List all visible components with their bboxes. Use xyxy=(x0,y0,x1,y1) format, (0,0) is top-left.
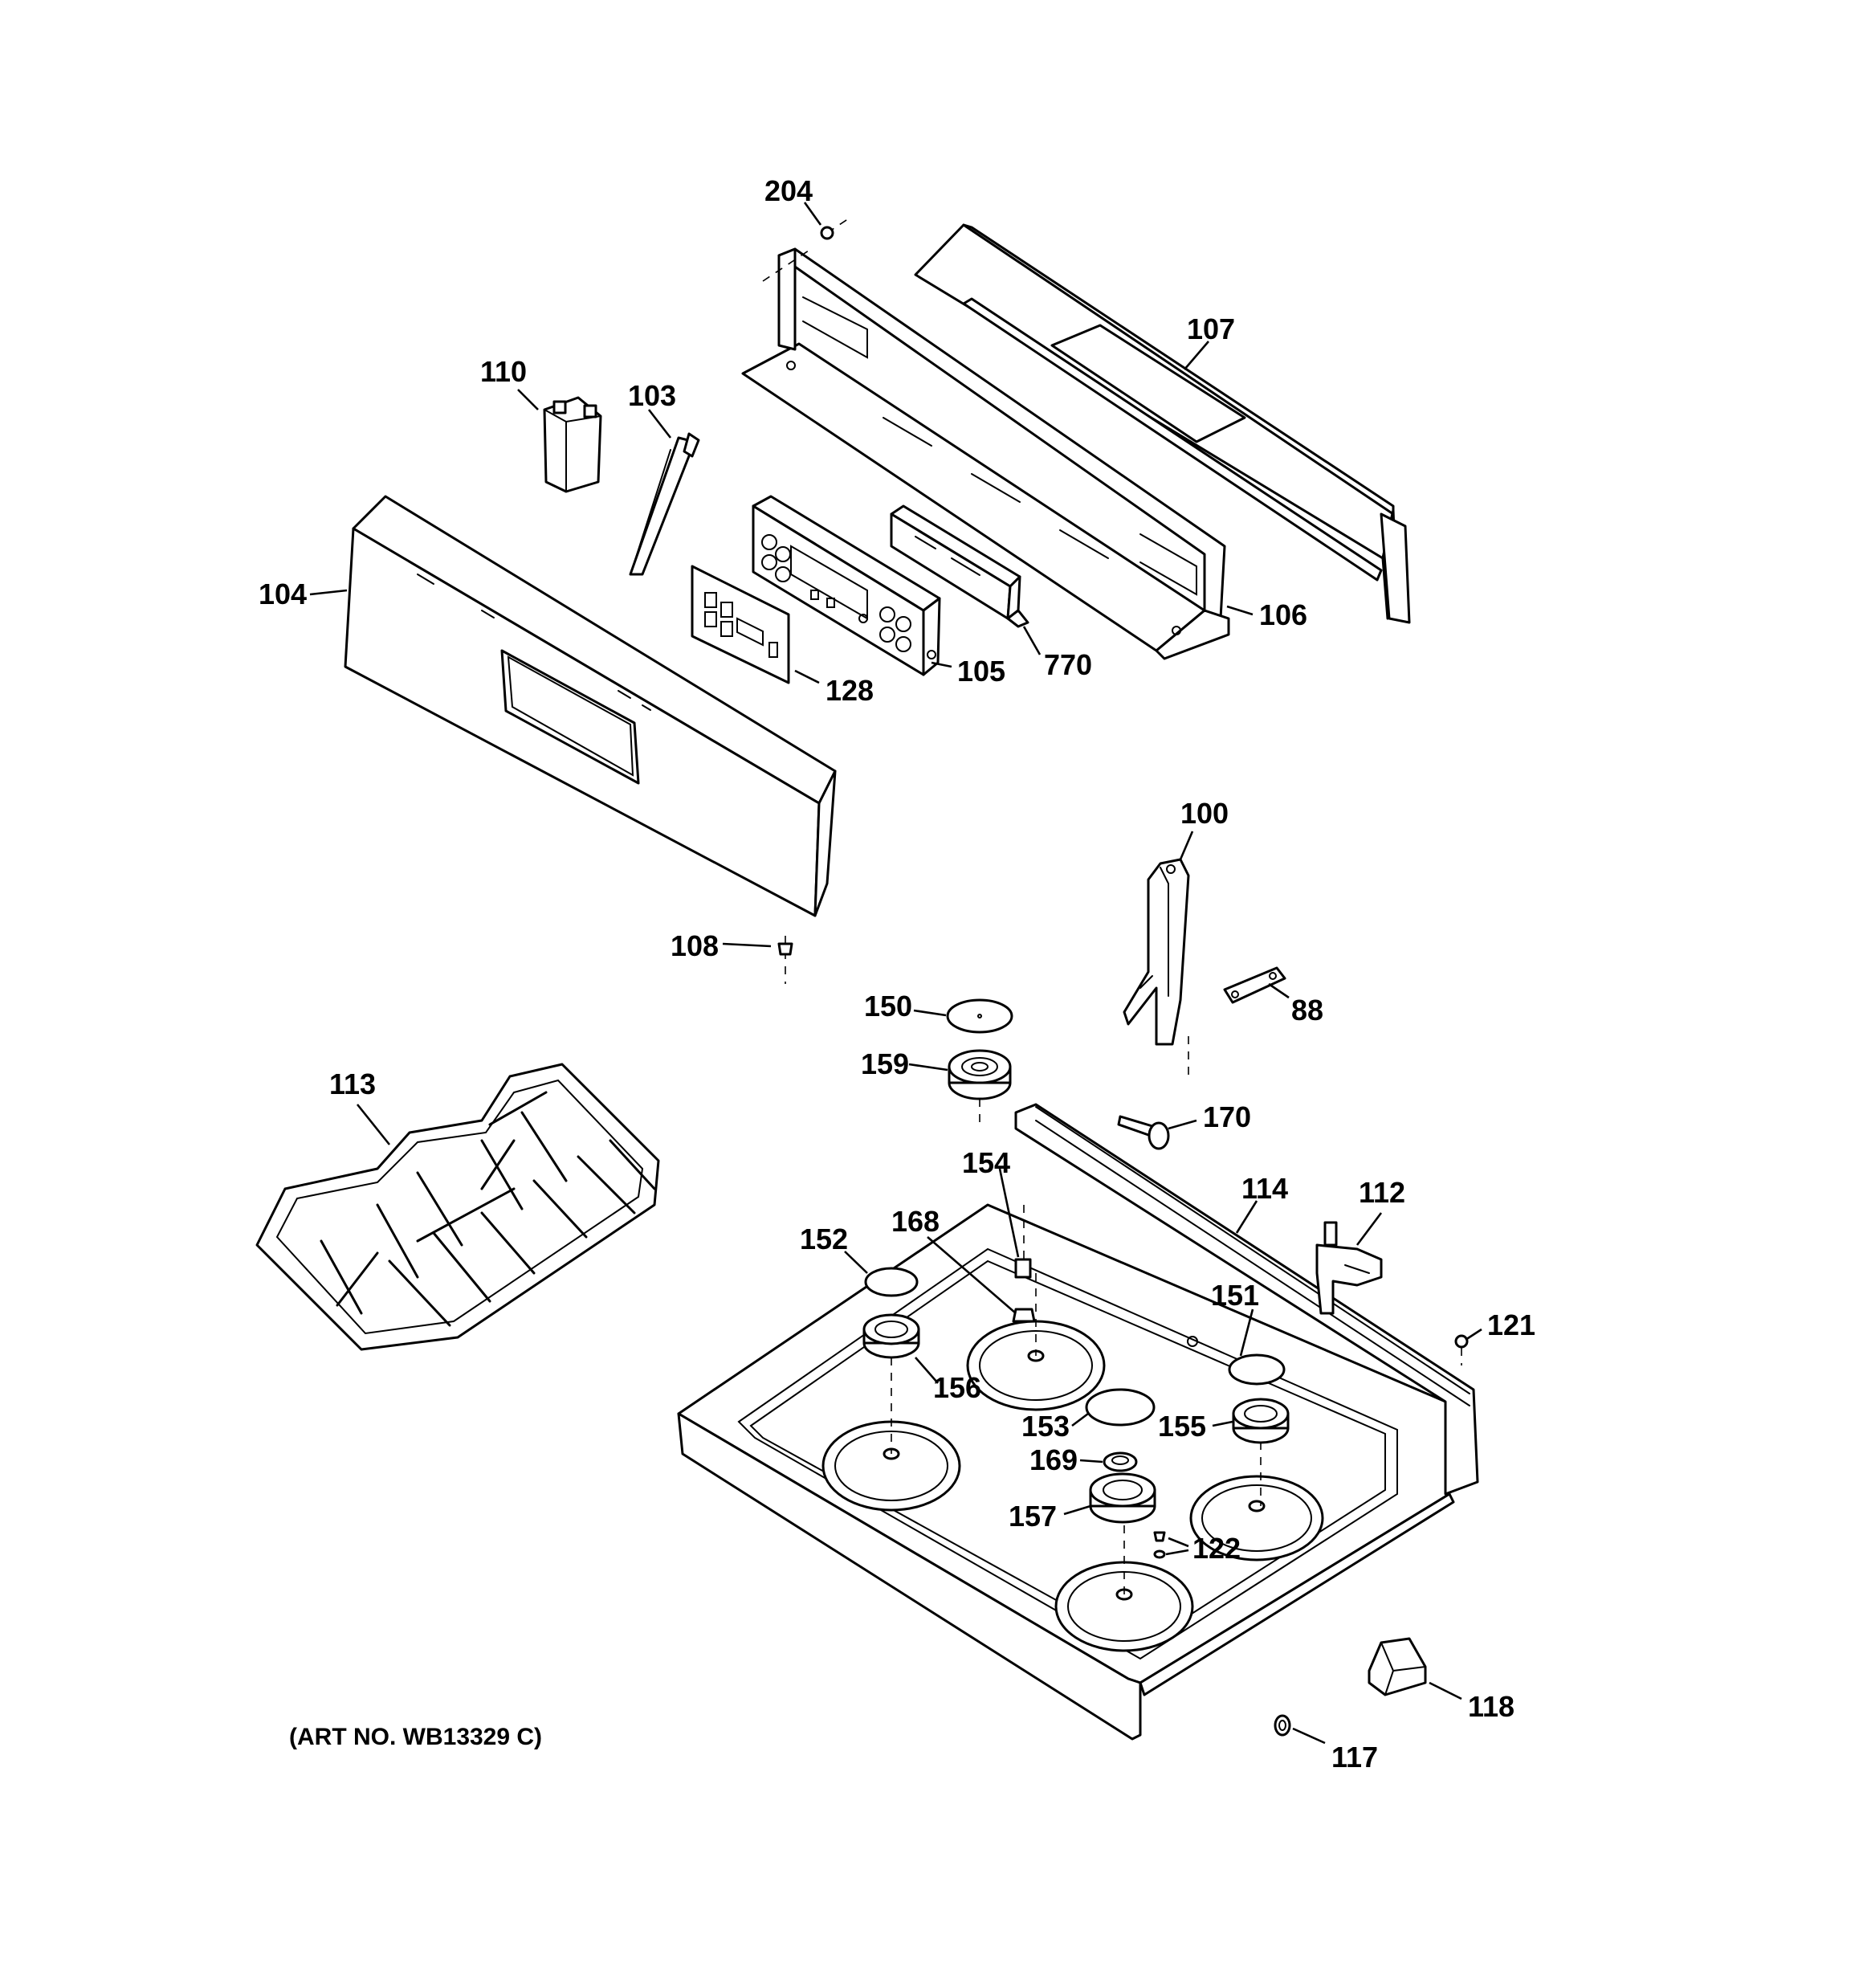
part-122-screws xyxy=(1153,1531,1166,1559)
part-153-burner-cap xyxy=(1085,1388,1156,1427)
label-103: 103 xyxy=(628,379,676,412)
part-113-burner-grate xyxy=(255,1063,660,1351)
label-168: 168 xyxy=(891,1205,940,1238)
part-100-side-trim xyxy=(1123,858,1190,1046)
label-117: 117 xyxy=(1331,1741,1378,1774)
part-112-igniter-bracket xyxy=(1315,1221,1383,1315)
part-169-ring xyxy=(1103,1451,1138,1472)
label-770: 770 xyxy=(1044,648,1092,681)
label-114: 114 xyxy=(1241,1172,1288,1205)
label-122: 122 xyxy=(1192,1532,1241,1565)
label-153: 153 xyxy=(1021,1410,1070,1443)
label-118: 118 xyxy=(1468,1690,1514,1723)
part-107-rear-cover xyxy=(914,223,1411,624)
part-108-screw xyxy=(777,936,793,984)
part-204-screw xyxy=(820,216,852,240)
part-168-fitting xyxy=(1012,1308,1036,1323)
label-107: 107 xyxy=(1187,312,1235,345)
part-770-bracket xyxy=(890,504,1029,628)
label-110: 110 xyxy=(480,355,527,388)
label-150: 150 xyxy=(864,990,912,1023)
part-118-leveling-leg xyxy=(1368,1637,1427,1696)
leader-lines xyxy=(309,202,1482,1745)
part-103-wire-bracket xyxy=(629,432,700,576)
label-105: 105 xyxy=(957,655,1005,688)
part-110-relay xyxy=(543,396,602,493)
part-105-electronic-control xyxy=(752,495,941,676)
part-157-burner-head xyxy=(1089,1472,1156,1524)
label-128: 128 xyxy=(826,674,874,707)
label-170: 170 xyxy=(1203,1100,1251,1133)
label-106: 106 xyxy=(1259,598,1307,631)
part-88-clip xyxy=(1223,966,1286,1004)
part-117-nut xyxy=(1274,1714,1291,1737)
label-151: 151 xyxy=(1211,1279,1259,1312)
part-154-orifice xyxy=(1014,1205,1032,1279)
part-170-screw xyxy=(1117,1115,1170,1150)
part-106-backguard-frame xyxy=(741,247,1230,660)
part-152-burner-cap xyxy=(864,1267,919,1297)
label-108: 108 xyxy=(671,929,719,962)
part-155-burner-head xyxy=(1232,1398,1290,1444)
label-112: 112 xyxy=(1359,1176,1405,1209)
label-152: 152 xyxy=(800,1223,848,1255)
part-114-cooktop xyxy=(677,1036,1479,1741)
label-169: 169 xyxy=(1029,1443,1078,1476)
label-88: 88 xyxy=(1291,994,1323,1027)
label-154: 154 xyxy=(962,1146,1010,1179)
label-156: 156 xyxy=(933,1371,981,1404)
part-104-control-panel xyxy=(344,495,837,917)
part-159-burner-head xyxy=(948,1049,1012,1100)
part-156-burner-head xyxy=(862,1313,920,1359)
art-number: (ART NO. WB13329 C) xyxy=(289,1724,542,1750)
part-128-membrane-overlay xyxy=(691,565,790,684)
label-113: 113 xyxy=(329,1067,376,1100)
label-100: 100 xyxy=(1180,797,1229,830)
label-157: 157 xyxy=(1009,1500,1057,1533)
part-151-burner-cap xyxy=(1228,1353,1286,1386)
label-155: 155 xyxy=(1158,1410,1206,1443)
label-204: 204 xyxy=(764,174,813,207)
part-121-screw xyxy=(1454,1334,1469,1365)
label-121: 121 xyxy=(1487,1308,1535,1341)
label-159: 159 xyxy=(861,1047,909,1080)
label-104: 104 xyxy=(259,578,307,610)
part-150-burner-cap xyxy=(946,998,1013,1034)
part-labels: 204 107 110 103 104 106 105 770 128 100 … xyxy=(259,174,1535,1774)
